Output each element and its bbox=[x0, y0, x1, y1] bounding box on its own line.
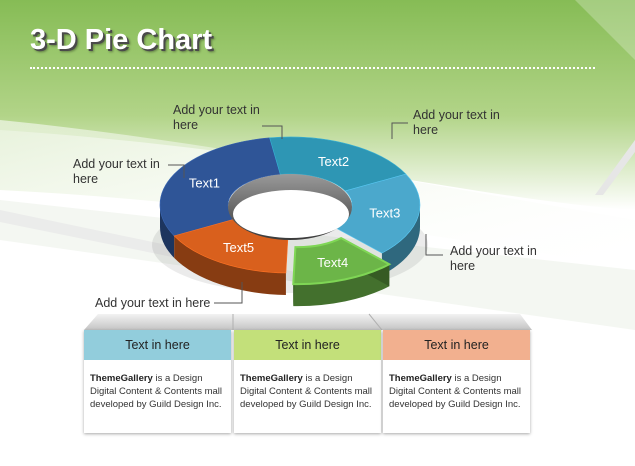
slide-title: 3-D Pie Chart bbox=[30, 24, 213, 56]
pie-label-text4: Text4 bbox=[317, 255, 348, 270]
leader-top bbox=[262, 125, 283, 139]
leader-left bbox=[168, 164, 185, 178]
info-box-body: ThemeGallery is a Design Digital Content… bbox=[84, 360, 231, 411]
info-box-brand: ThemeGallery bbox=[389, 373, 452, 384]
pie-slices bbox=[159, 136, 421, 286]
info-box-heading: Text in here bbox=[383, 330, 530, 360]
pie-slice-text4 bbox=[292, 236, 392, 286]
info-box-heading: Text in here bbox=[234, 330, 381, 360]
hole-opening bbox=[233, 190, 349, 238]
callout-top: Add your text in here bbox=[173, 103, 260, 132]
info-box-text: is a Design Digital Content & Contents m… bbox=[389, 373, 522, 410]
info-box-heading: Text in here bbox=[84, 330, 231, 360]
callout-leaders bbox=[168, 122, 443, 304]
slice-wall-text1 bbox=[160, 205, 175, 258]
info-box-body: ThemeGallery is a Design Digital Content… bbox=[383, 360, 530, 411]
info-box-text: is a Design Digital Content & Contents m… bbox=[240, 373, 373, 410]
leader-bottom bbox=[214, 282, 243, 304]
info-box-2: Text in here ThemeGallery is a Design Di… bbox=[234, 330, 381, 433]
pie-hole bbox=[228, 174, 352, 240]
info-box-brand: ThemeGallery bbox=[240, 373, 303, 384]
callout-top-right: Add your text in here bbox=[413, 108, 500, 137]
pie-slice-text2 bbox=[269, 136, 407, 192]
info-box-body: ThemeGallery is a Design Digital Content… bbox=[234, 360, 381, 411]
leader-right bbox=[425, 234, 443, 256]
slice-wall-text3 bbox=[381, 205, 420, 276]
info-box-3: Text in here ThemeGallery is a Design Di… bbox=[383, 330, 530, 433]
pie-slice-text1 bbox=[159, 137, 281, 237]
info-box-1: Text in here ThemeGallery is a Design Di… bbox=[84, 330, 231, 433]
info-box-brand: ThemeGallery bbox=[90, 373, 153, 384]
pie-label-text1: Text1 bbox=[189, 176, 220, 191]
info-box-text: is a Design Digital Content & Contents m… bbox=[90, 373, 223, 410]
leader-top-right bbox=[391, 122, 408, 139]
callout-right: Add your text in here bbox=[450, 244, 537, 273]
pie-label-text5: Text5 bbox=[223, 240, 254, 255]
callout-bottom: Add your text in here bbox=[95, 296, 211, 310]
pie-label-text2: Text2 bbox=[318, 154, 349, 169]
pie-slice-text3 bbox=[333, 173, 421, 254]
pie-label-text3: Text3 bbox=[369, 206, 400, 221]
callout-left: Add your text in here bbox=[73, 157, 160, 186]
title-divider bbox=[30, 67, 595, 69]
